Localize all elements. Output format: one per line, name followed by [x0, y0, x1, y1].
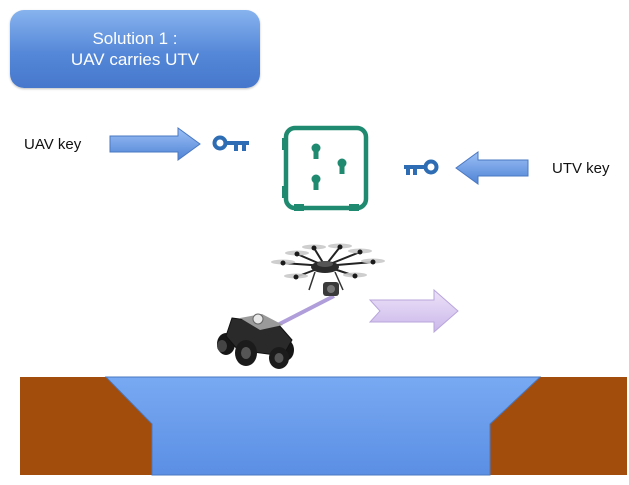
drone-icon [271, 243, 385, 296]
utv-key-icon [404, 159, 439, 175]
movement-arrow [368, 288, 459, 334]
utv-key-label: UTV key [552, 160, 610, 177]
river [104, 376, 542, 476]
uav-key-label: UAV key [24, 136, 82, 153]
title-line-1: Solution 1 : [92, 29, 178, 48]
safe-icon [282, 125, 369, 211]
uav-key-icon [212, 135, 249, 151]
ground-left [20, 377, 152, 475]
ground-right [490, 377, 627, 475]
utv-key-arrow [455, 151, 529, 185]
uav-key-arrow [109, 127, 201, 161]
title-line-2: UAV carries UTV [70, 50, 200, 69]
ground-robot-icon [217, 313, 294, 369]
terrain [20, 376, 627, 476]
title-box: Solution 1 : UAV carries UTV [10, 10, 260, 88]
